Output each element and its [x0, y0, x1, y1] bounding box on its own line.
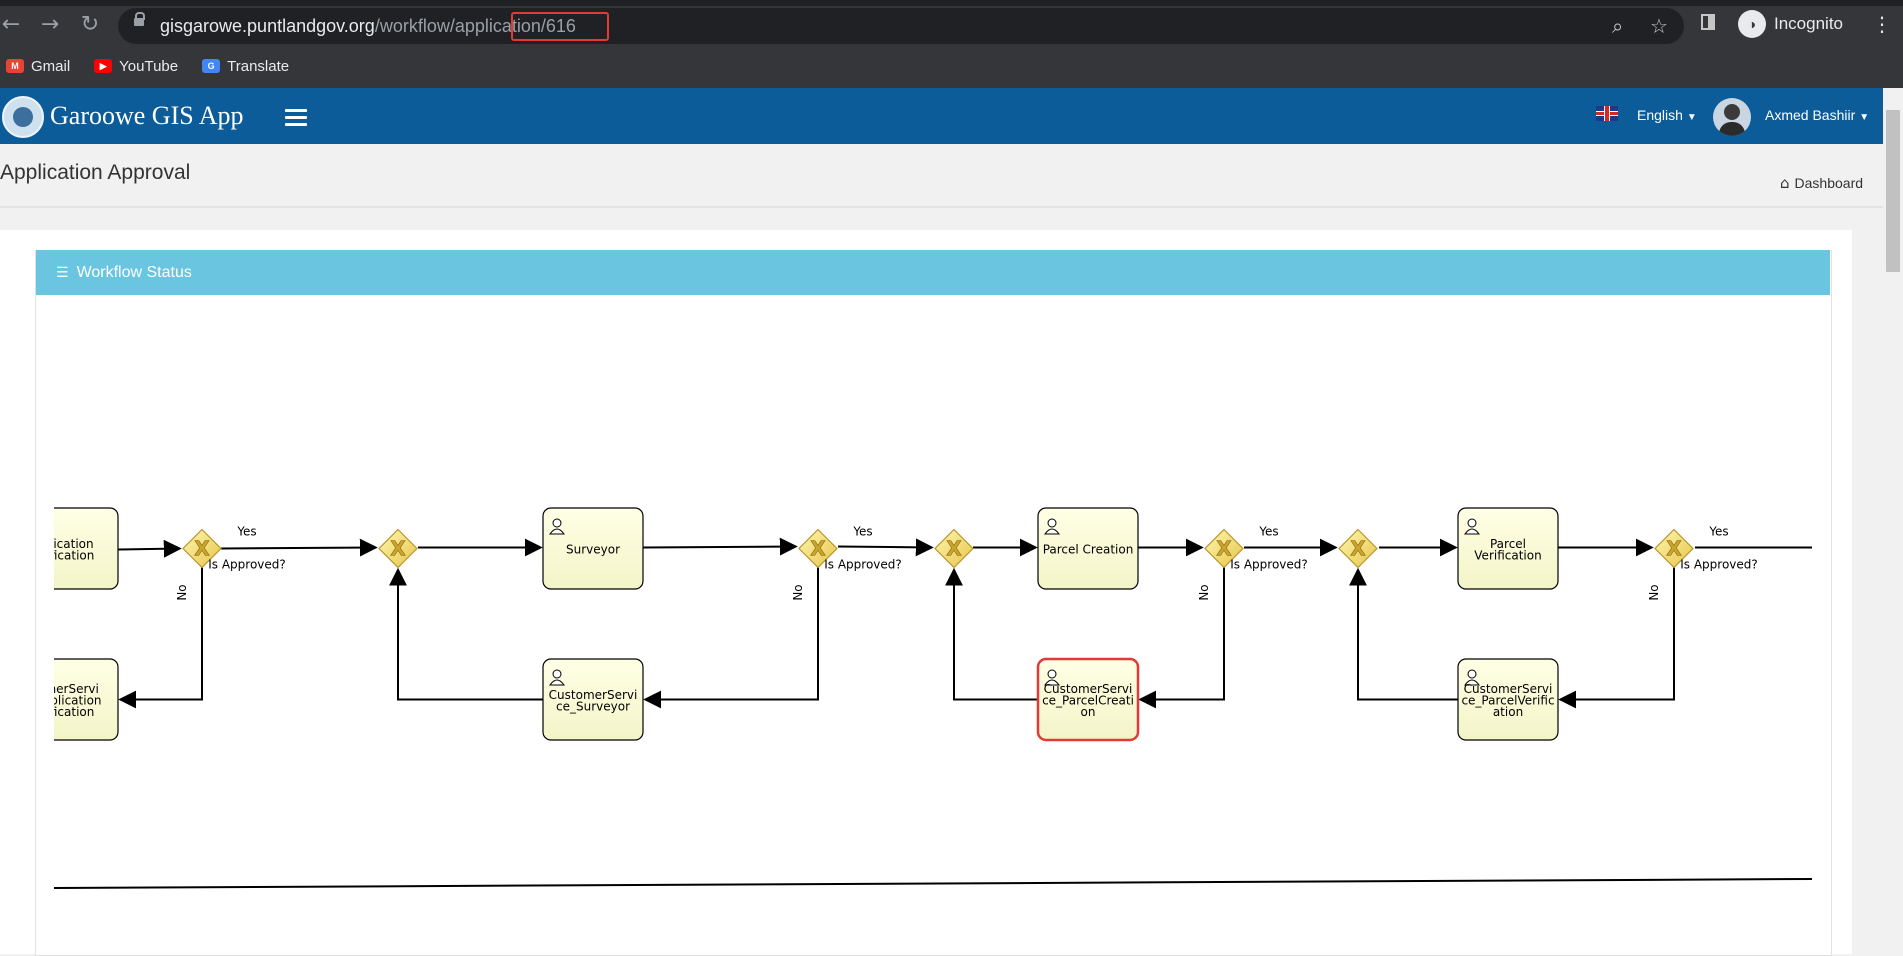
bookmark-label: Gmail [31, 57, 71, 75]
scrollbar-thumb[interactable] [1886, 110, 1900, 272]
url-highlight-box [511, 12, 609, 41]
address-bar[interactable]: gisgarowe.puntlandgov.org/workflow/appli… [118, 8, 1684, 44]
bookmark-youtube[interactable]: ▶ YouTube [94, 58, 178, 75]
user-name: Axmed Bashiir [1765, 107, 1856, 123]
sidepanel-icon[interactable] [1701, 14, 1715, 30]
incognito-icon: ◑ [1738, 10, 1766, 38]
back-icon[interactable]: ← [1, 12, 21, 37]
chevron-down-icon: ▼ [1859, 112, 1870, 123]
bookmark-label: YouTube [119, 57, 179, 75]
header-divider [0, 206, 1883, 208]
language-dropdown[interactable]: English▼ [1637, 107, 1697, 123]
workflow-panel-header: ☰ Workflow Status [36, 250, 1830, 295]
app-navbar: Garoowe GIS App English▼ Axmed Bashiir▼ [0, 88, 1883, 144]
translate-icon: G [202, 59, 221, 73]
lock-icon[interactable] [134, 12, 145, 26]
youtube-icon: ▶ [94, 59, 113, 73]
zoom-icon[interactable]: ⌕ [1612, 14, 1624, 38]
incognito-label: Incognito [1774, 14, 1843, 33]
bookmark-label: Translate [227, 57, 290, 75]
bookmark-gmail[interactable]: M Gmail [6, 58, 70, 75]
home-icon: ⌂ [1780, 174, 1790, 192]
app-title[interactable]: Garoowe GIS App [50, 101, 244, 130]
breadcrumb-label: Dashboard [1794, 175, 1864, 191]
list-icon: ☰ [56, 264, 69, 281]
forward-icon[interactable]: → [40, 12, 60, 37]
app-logo[interactable] [2, 96, 44, 138]
uk-flag-icon[interactable] [1596, 106, 1618, 121]
hamburger-menu-icon[interactable] [285, 109, 307, 130]
workflow-panel [35, 250, 1832, 956]
gmail-icon: M [6, 59, 24, 73]
user-dropdown[interactable]: Axmed Bashiir▼ [1765, 107, 1869, 123]
breadcrumb-dashboard[interactable]: ⌂ Dashboard [1780, 174, 1863, 192]
reload-icon[interactable]: ↻ [80, 12, 100, 37]
language-label: English [1637, 107, 1683, 123]
url-path: /workflow/application/616 [374, 16, 576, 36]
url-host: gisgarowe.puntlandgov.org [160, 16, 375, 36]
menu-icon[interactable]: ⋮ [1872, 12, 1892, 36]
browser-toolbar: ← → ↻ gisgarowe.puntlandgov.org/workflow… [0, 0, 1903, 88]
bookmarks-bar: M Gmail ▶ YouTube G Translate [0, 52, 307, 80]
chevron-down-icon: ▼ [1686, 112, 1697, 123]
panel-title: Workflow Status [76, 263, 192, 281]
tab-strip [0, 0, 1903, 6]
page-scrollbar[interactable] [1883, 88, 1903, 954]
url-text[interactable]: gisgarowe.puntlandgov.org/workflow/appli… [160, 16, 576, 37]
star-icon[interactable]: ☆ [1650, 14, 1668, 38]
user-avatar[interactable] [1713, 98, 1751, 136]
incognito-indicator[interactable]: ◑ Incognito [1738, 10, 1843, 38]
bookmark-translate[interactable]: G Translate [202, 58, 289, 75]
page-title: Application Approval [0, 161, 191, 184]
